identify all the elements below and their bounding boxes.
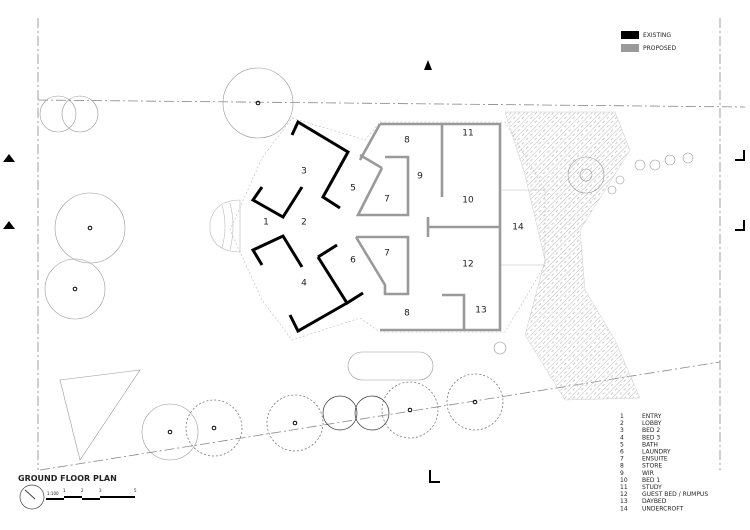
room-label: 9 [417, 172, 423, 182]
legend: EXISTING PROPOSED [621, 31, 676, 52]
room-schedule-name: UNDERCROFT [642, 505, 684, 512]
svg-text:5: 5 [134, 488, 137, 493]
legend-label: EXISTING [643, 32, 671, 39]
room-schedule-name: ENSUITE [642, 456, 668, 463]
room-schedule-number: 2 [620, 420, 624, 427]
section-marker-icon [3, 221, 15, 229]
room-label: 8 [404, 309, 410, 319]
svg-text:1: 1 [63, 488, 66, 493]
room-label: 5 [350, 184, 356, 194]
room-schedule-number: 6 [620, 449, 624, 456]
svg-text:2: 2 [81, 488, 84, 493]
north-point-icon [19, 484, 45, 510]
room-label: 3 [301, 167, 307, 177]
undercroft-paving-hatch [504, 111, 641, 401]
svg-text:3: 3 [99, 488, 102, 493]
room-schedule-number: 8 [620, 463, 624, 470]
room-schedule-number: 7 [620, 456, 624, 463]
plan-title: GROUND FLOOR PLAN [18, 474, 117, 483]
legend-swatch-existing [621, 31, 639, 39]
room-schedule-number: 13 [620, 498, 628, 505]
room-label: 12 [462, 260, 473, 270]
legend-swatch-proposed [621, 44, 639, 52]
scale-bar: 1:100 1 2 3 5 [19, 484, 137, 510]
section-markers [3, 60, 745, 483]
room-label: 8 [404, 136, 410, 146]
room-label: 10 [462, 196, 474, 206]
proposed-walls [354, 122, 502, 332]
room-schedule-name: LAUNDRY [642, 449, 671, 456]
room-schedule-name: DAYBED [642, 498, 667, 505]
legend-label: PROPOSED [643, 45, 676, 52]
room-label: 11 [462, 129, 473, 139]
room-schedule-name: BED 1 [642, 477, 660, 484]
room-labels: 1 2 3 4 5 6 7 7 8 8 9 10 11 12 13 14 [263, 129, 524, 319]
room-schedule-name: STUDY [642, 484, 662, 491]
room-label: 14 [512, 223, 524, 233]
room-label: 4 [301, 279, 307, 289]
room-label: 6 [350, 256, 356, 266]
trees [39, 67, 694, 461]
svg-text:1:100: 1:100 [47, 491, 59, 496]
room-label: 2 [301, 218, 307, 228]
room-label: 13 [475, 306, 486, 316]
room-schedule-number: 11 [620, 484, 628, 491]
room-label: 1 [263, 218, 269, 228]
room-schedule-name: BED 3 [642, 434, 660, 441]
room-schedule-name: BATH [642, 441, 658, 448]
room-schedule-number: 4 [620, 434, 624, 441]
room-label: 7 [384, 249, 390, 259]
room-schedule-name: GUEST BED / RUMPUS [642, 491, 708, 498]
room-schedule-name: LOBBY [642, 420, 662, 427]
room-schedule-number: 12 [620, 491, 628, 498]
room-schedule-number: 5 [620, 441, 624, 448]
room-schedule-name: WIR [642, 470, 654, 477]
site-boundary [37, 18, 746, 471]
room-schedule-number: 1 [620, 413, 624, 420]
room-schedule-name: ENTRY [642, 413, 662, 420]
room-schedule-name: STORE [642, 463, 662, 470]
room-schedule-number: 3 [620, 427, 624, 434]
north-marker-icon [424, 60, 432, 70]
room-schedule-number: 10 [620, 477, 628, 484]
room-label: 7 [384, 195, 390, 205]
room-schedule-number: 14 [620, 505, 628, 512]
room-schedule-number: 9 [620, 470, 624, 477]
room-schedule-name: BED 2 [642, 427, 660, 434]
building-outline [209, 117, 546, 341]
room-schedule: 1 ENTRY 2 LOBBY 3 BED 2 4 BED 3 5 BATH 6 LAUNDRY 7 EN… [620, 413, 708, 512]
existing-walls [250, 119, 364, 334]
section-marker-icon [3, 154, 15, 162]
